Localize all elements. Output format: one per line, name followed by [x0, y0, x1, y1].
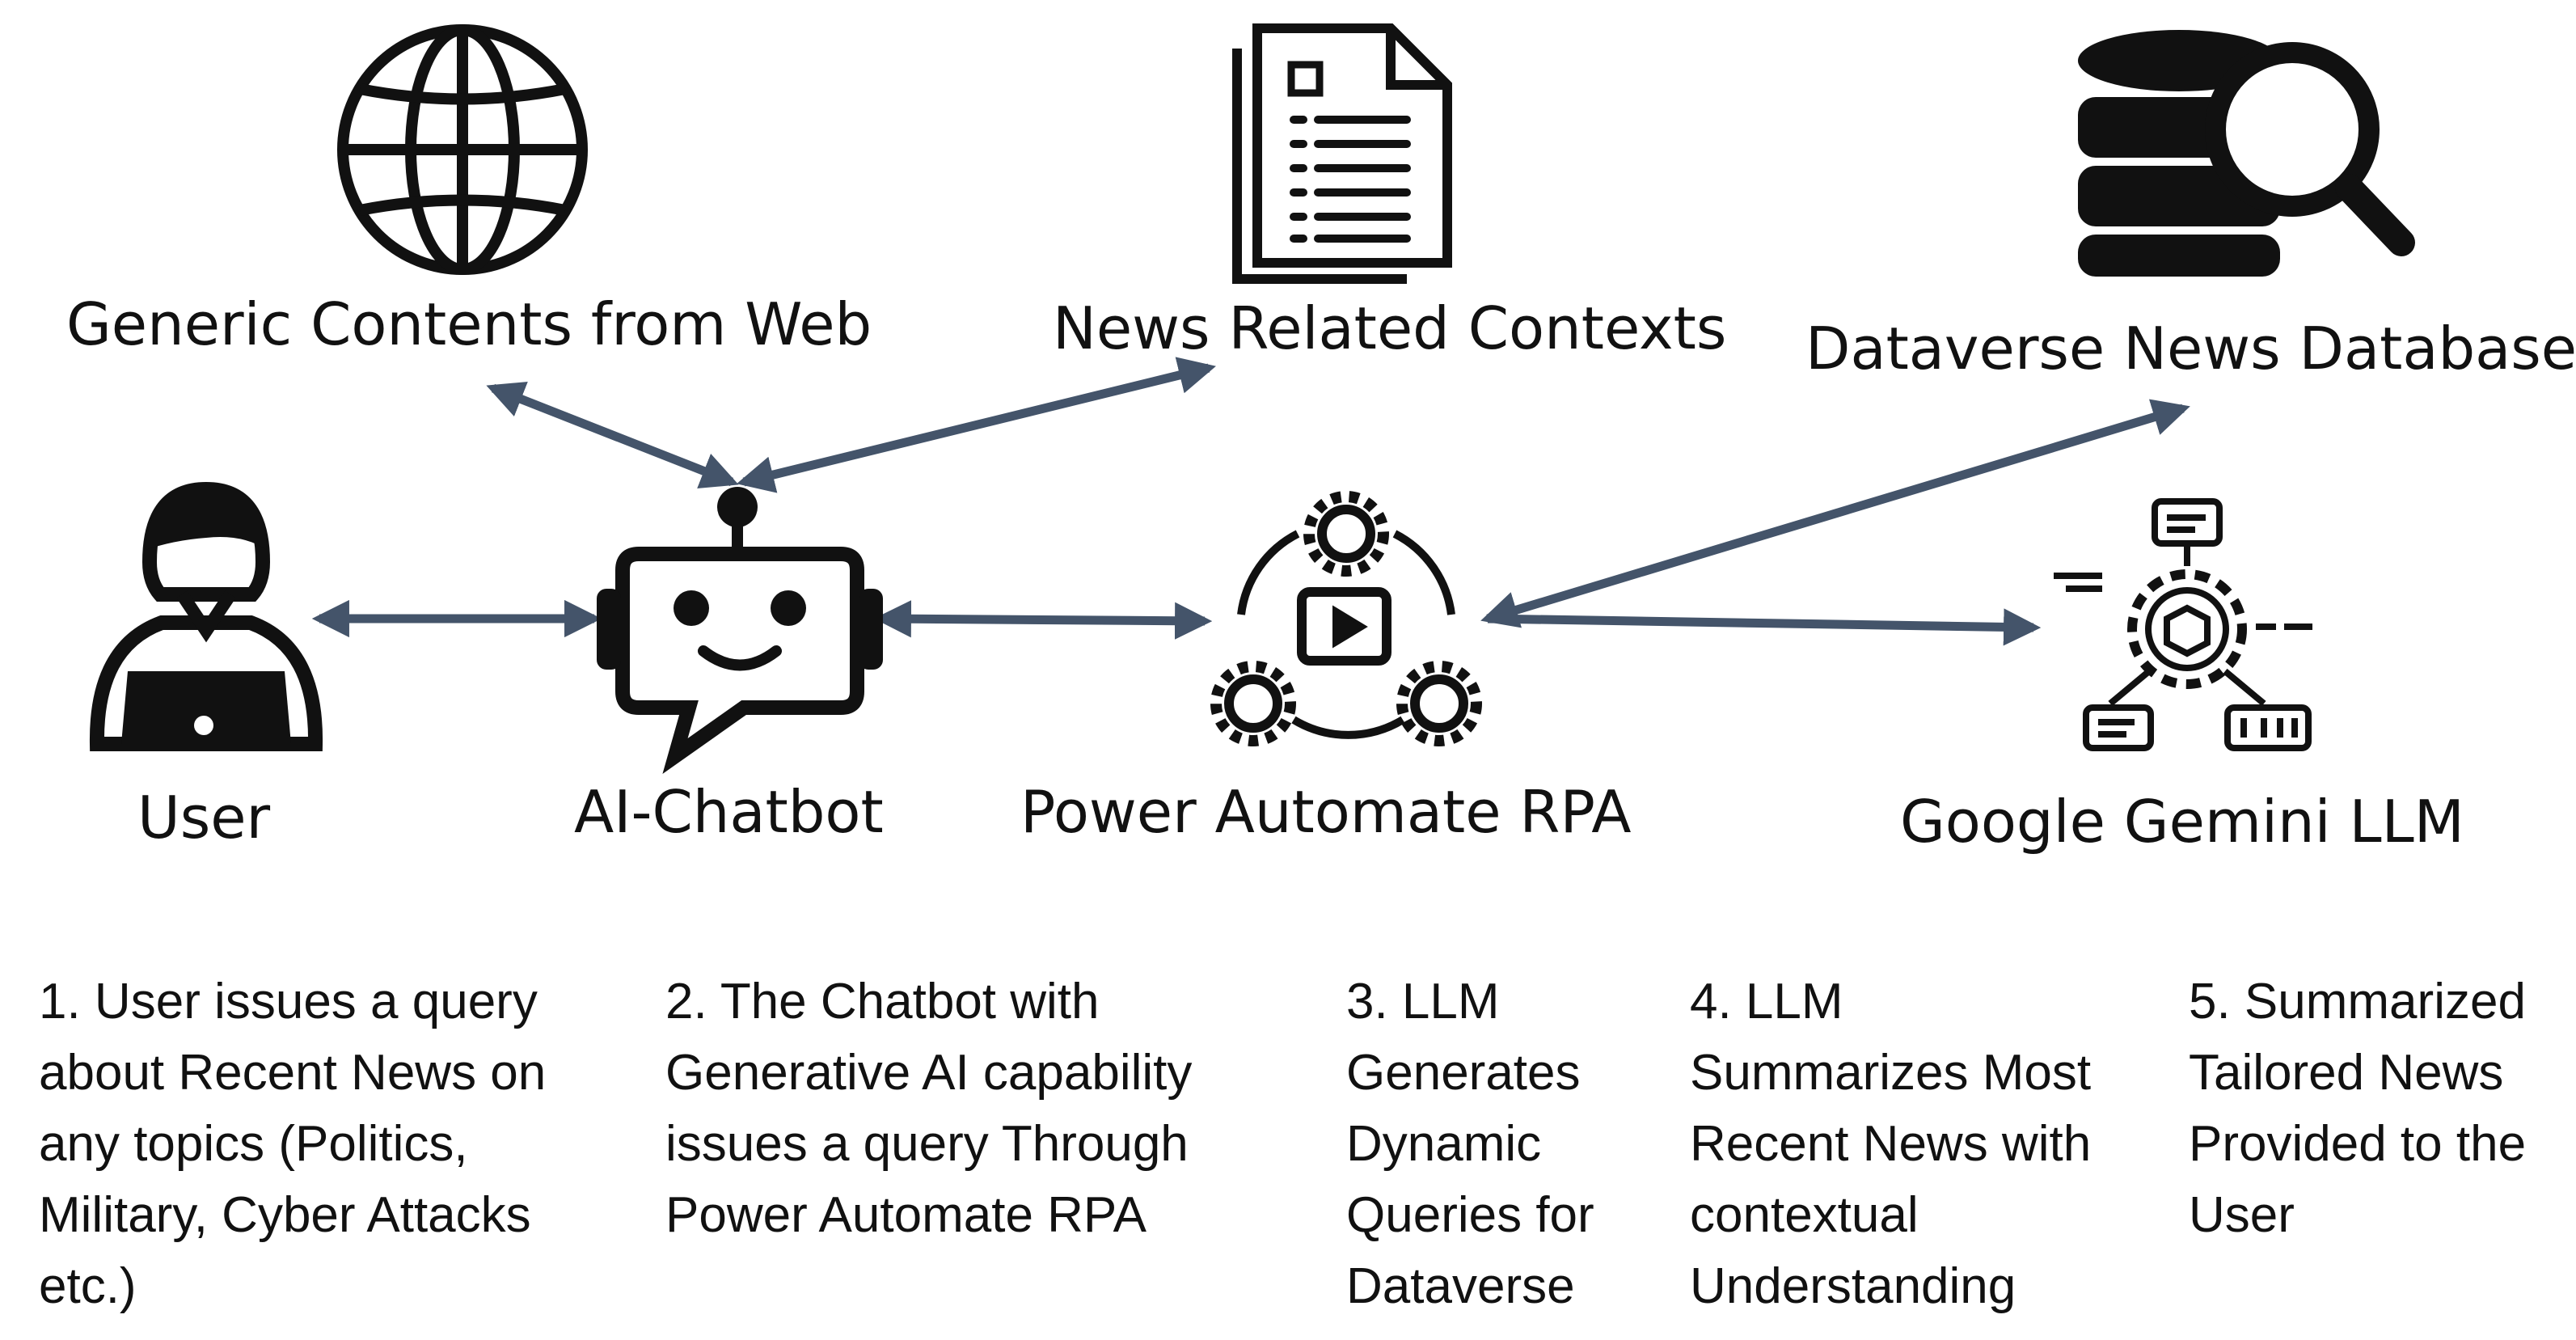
arrow-chatbot-news-contexts: [737, 357, 1216, 493]
step-4-text: 4. LLM Summarizes Most Recent News with …: [1690, 974, 2092, 1314]
arrow-web-chatbot: [486, 382, 739, 488]
arrow-chatbot-rpa: [873, 600, 1213, 640]
database-label: Dataverse News Database: [1805, 315, 2576, 383]
step-5-text: 5. Summarized Tailored News Provided to …: [2189, 974, 2527, 1243]
chatbot-label: AI-Chatbot: [574, 778, 884, 846]
arrow-rpa-database: [1480, 399, 2190, 628]
rpa-label: Power Automate RPA: [1020, 778, 1632, 846]
step-2-text: 2. The Chatbot with Generative AI capabi…: [665, 974, 1193, 1243]
automation-cycle-icon: [1210, 491, 1482, 746]
news-contexts-label: News Related Contexts: [1053, 294, 1727, 362]
documents-icon: [1232, 23, 1452, 284]
ai-model-network-icon: [2054, 498, 2312, 751]
connectors: [311, 357, 2190, 646]
step-3-text: 3. LLM Generates Dynamic Queries for Dat…: [1346, 974, 1594, 1314]
arrow-rpa-llm: [1487, 608, 2042, 646]
robot-chat-icon: [597, 487, 883, 775]
user-laptop-icon: [89, 481, 323, 751]
globe-icon: [337, 24, 588, 275]
step-1-text: 1. User issues a query about Recent News…: [39, 974, 547, 1314]
web-label: Generic Contents from Web: [66, 290, 872, 358]
database-search-icon: [2078, 30, 2415, 277]
user-label: User: [137, 784, 271, 852]
llm-label: Google Gemini LLM: [1900, 788, 2464, 856]
